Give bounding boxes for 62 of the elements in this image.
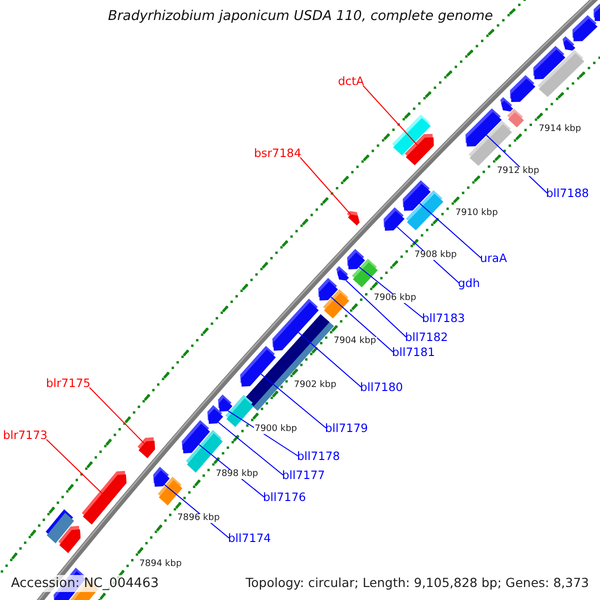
gene-label: bll7182 bbox=[405, 332, 448, 344]
position-label: 7912 kbp bbox=[496, 166, 540, 176]
gene-block bbox=[538, 50, 584, 98]
gene-label: blr7173 bbox=[3, 430, 48, 442]
position-label: 7906 kbp bbox=[372, 294, 418, 304]
gene-bar bbox=[336, 266, 349, 281]
gene-bar bbox=[138, 437, 156, 458]
position-label: 7904 kbp bbox=[332, 337, 378, 346]
gene-block bbox=[392, 114, 431, 156]
gene-bar bbox=[347, 248, 366, 270]
leader-line bbox=[300, 157, 352, 215]
gene-label: bll7176 bbox=[263, 492, 306, 504]
position-label: 7908 kbp bbox=[413, 251, 458, 260]
gene-bar bbox=[207, 405, 224, 424]
gene-bar bbox=[82, 470, 127, 525]
leader-line bbox=[46, 439, 103, 494]
gene-block bbox=[323, 289, 350, 318]
gene-label: uraA bbox=[480, 253, 507, 264]
gene-label: bll7188 bbox=[546, 188, 589, 200]
position-label: 7894 kbp bbox=[138, 560, 183, 569]
map-title: Bradyrhizobium japonicum USDA 110, complete genome bbox=[108, 10, 493, 24]
leader-line bbox=[419, 202, 482, 258]
gene-bar bbox=[562, 36, 576, 51]
leader-line bbox=[218, 422, 284, 476]
position-label: 7914 kbp bbox=[538, 125, 582, 134]
leader-line bbox=[260, 374, 326, 428]
gene-label: bll7178 bbox=[297, 451, 340, 462]
gene-label: dctA bbox=[338, 76, 364, 88]
leader-line bbox=[298, 332, 362, 388]
gene-bar bbox=[346, 210, 360, 226]
position-label: 7896 kbp bbox=[176, 514, 221, 524]
position-label: 7898 kbp bbox=[214, 470, 260, 479]
gene-bar bbox=[153, 466, 170, 487]
leader-line bbox=[362, 85, 418, 146]
gene-block bbox=[406, 190, 444, 230]
gene-block bbox=[158, 476, 182, 506]
gene-bar bbox=[510, 75, 536, 102]
gene-label: bll7179 bbox=[325, 423, 368, 434]
gene-label: bll7174 bbox=[228, 533, 271, 544]
position-label: 7910 kbp bbox=[454, 208, 499, 218]
gene-label: blr7175 bbox=[46, 378, 90, 390]
gene-block bbox=[225, 394, 254, 428]
gene-label: gdh bbox=[458, 278, 480, 290]
gene-block bbox=[468, 120, 512, 166]
gene-bar bbox=[594, 4, 600, 22]
gene-block bbox=[352, 258, 378, 288]
gene-block bbox=[507, 108, 524, 128]
gene-label: bll7181 bbox=[392, 347, 435, 358]
leader-line bbox=[89, 387, 145, 444]
gene-bar bbox=[58, 526, 81, 554]
position-label: 7902 kbp bbox=[292, 381, 338, 390]
position-label: 7900 kbp bbox=[254, 425, 298, 434]
gene-label: bll7180 bbox=[360, 382, 403, 394]
gene-bar bbox=[500, 97, 514, 112]
gene-label: bsr7184 bbox=[254, 148, 302, 160]
gene-label: bll7177 bbox=[282, 470, 325, 482]
gene-bar bbox=[384, 207, 405, 231]
gene-bar bbox=[218, 394, 232, 412]
gene-bar bbox=[572, 15, 598, 42]
leader-line bbox=[330, 296, 394, 352]
leader-line bbox=[346, 280, 406, 338]
gene-label: bll7183 bbox=[422, 313, 465, 324]
